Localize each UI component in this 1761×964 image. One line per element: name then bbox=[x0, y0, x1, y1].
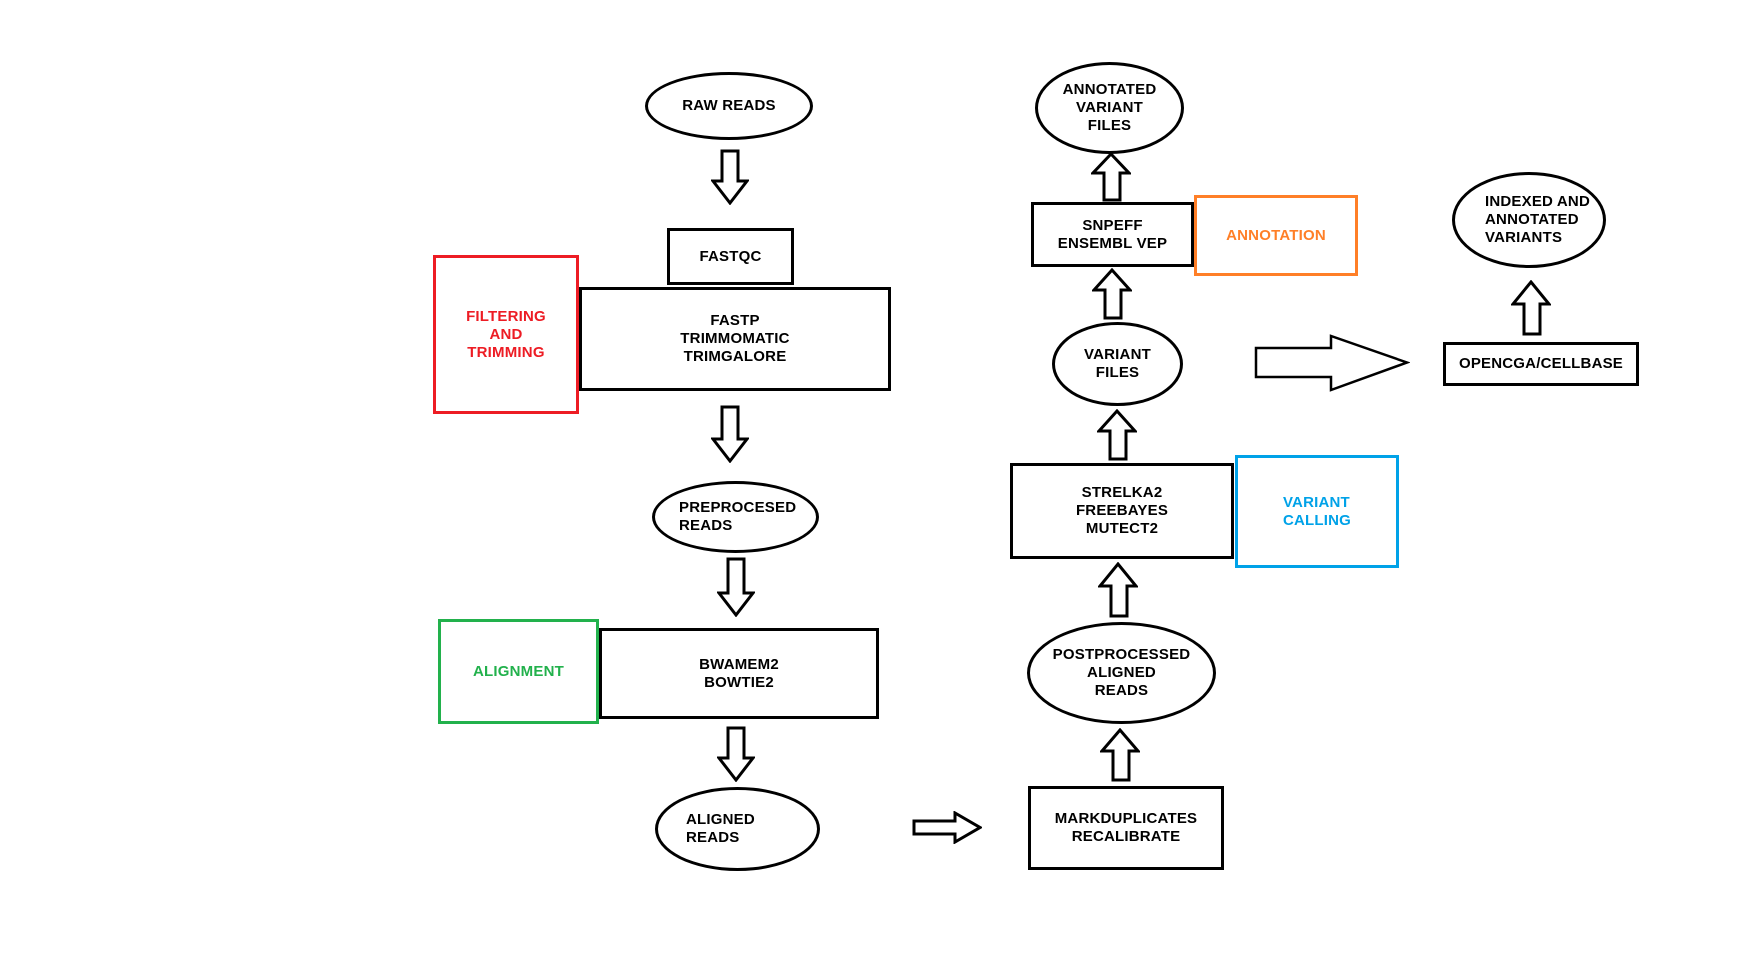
alignment-stage-box: ALIGNMENT bbox=[438, 619, 599, 724]
trimgalore-label: TRIMGALORE bbox=[683, 348, 787, 365]
up-arrow-icon bbox=[1100, 728, 1140, 782]
up-arrow-icon bbox=[1511, 280, 1551, 336]
postprocessed-reads-ellipse: POSTPROCESSED ALIGNED READS bbox=[1027, 622, 1216, 724]
postprocessed-reads-line3: READS bbox=[1094, 682, 1149, 699]
variant-calling-tools-box: STRELKA2 FREEBAYES MUTECT2 bbox=[1010, 463, 1234, 559]
annotated-variant-files-line2: VARIANT bbox=[1076, 99, 1143, 116]
aligned-reads-ellipse: ALIGNED READS bbox=[655, 787, 820, 871]
fastp-label: FASTP bbox=[710, 312, 760, 329]
variant-files-ellipse: VARIANT FILES bbox=[1052, 322, 1183, 406]
markduplicates-label: MARKDUPLICATES bbox=[1054, 810, 1198, 827]
variant-calling-label-line1: VARIANT bbox=[1282, 493, 1350, 511]
indexed-variants-line1: INDEXED AND bbox=[1485, 193, 1590, 210]
right-arrow-icon bbox=[912, 811, 982, 844]
filtering-label-line3: TRIMMING bbox=[467, 343, 545, 361]
up-arrow-icon bbox=[1097, 409, 1137, 461]
variant-calling-label-line2: CALLING bbox=[1282, 511, 1352, 529]
ensembl-vep-label: ENSEMBL VEP bbox=[1057, 234, 1168, 252]
filtering-label-line2: AND bbox=[489, 325, 523, 343]
annotation-stage-box: ANNOTATION bbox=[1194, 195, 1358, 276]
up-arrow-icon bbox=[1091, 152, 1131, 202]
annotation-tools-box: SNPEFF ENSEMBL VEP bbox=[1031, 202, 1194, 267]
alignment-tools-box: BWAMEM2 BOWTIE2 bbox=[599, 628, 879, 719]
preprocesed-reads-line1: PREPROCESED bbox=[679, 499, 797, 516]
variant-calling-stage-box: VARIANT CALLING bbox=[1235, 455, 1399, 568]
up-arrow-icon bbox=[1092, 268, 1132, 320]
preprocesed-reads-line2: READS bbox=[679, 517, 733, 534]
storage-tools-box: OPENCGA/CELLBASE bbox=[1443, 342, 1639, 386]
snpeff-label: SNPEFF bbox=[1082, 216, 1143, 234]
postprocess-tools-box: MARKDUPLICATES RECALIBRATE bbox=[1028, 786, 1224, 870]
filtering-trimming-stage-box: FILTERING AND TRIMMING bbox=[433, 255, 579, 414]
variant-files-line1: VARIANT bbox=[1084, 346, 1151, 363]
indexed-variants-line2: ANNOTATED bbox=[1485, 211, 1579, 228]
trimming-tools-box: FASTP TRIMMOMATIC TRIMGALORE bbox=[579, 287, 891, 391]
indexed-annotated-variants-ellipse: INDEXED AND ANNOTATED VARIANTS bbox=[1452, 172, 1606, 268]
freebayes-label: FREEBAYES bbox=[1075, 502, 1169, 519]
preprocesed-reads-ellipse: PREPROCESED READS bbox=[652, 481, 819, 553]
up-arrow-icon bbox=[1098, 562, 1138, 618]
aligned-reads-line2: READS bbox=[686, 829, 740, 846]
down-arrow-icon bbox=[711, 405, 749, 463]
indexed-variants-line3: VARIANTS bbox=[1485, 229, 1563, 246]
trimmomatic-label: TRIMMOMATIC bbox=[680, 330, 790, 347]
annotated-variant-files-line1: ANNOTATED bbox=[1062, 81, 1157, 98]
bwamem2-label: BWAMEM2 bbox=[699, 655, 779, 673]
big-right-arrow-icon bbox=[1254, 334, 1410, 392]
strelka2-label: STRELKA2 bbox=[1081, 484, 1163, 501]
down-arrow-icon bbox=[717, 726, 755, 782]
annotated-variant-files-ellipse: ANNOTATED VARIANT FILES bbox=[1035, 62, 1184, 154]
mutect2-label: MUTECT2 bbox=[1085, 520, 1159, 537]
alignment-label: ALIGNMENT bbox=[473, 662, 564, 680]
postprocessed-reads-line2: ALIGNED bbox=[1087, 664, 1156, 681]
bowtie2-label: BOWTIE2 bbox=[704, 673, 774, 691]
down-arrow-icon bbox=[717, 557, 755, 617]
postprocessed-reads-line1: POSTPROCESSED bbox=[1052, 646, 1191, 663]
opencga-cellbase-label: OPENCGA/CELLBASE bbox=[1458, 355, 1624, 372]
raw-reads-label: RAW READS bbox=[682, 97, 776, 114]
annotated-variant-files-line3: FILES bbox=[1087, 117, 1132, 134]
aligned-reads-line1: ALIGNED bbox=[686, 811, 755, 828]
down-arrow-icon bbox=[711, 149, 749, 205]
variant-files-line2: FILES bbox=[1095, 364, 1140, 381]
raw-reads-ellipse: RAW READS bbox=[645, 72, 813, 140]
fastqc-box: FASTQC bbox=[667, 228, 794, 285]
annotation-label: ANNOTATION bbox=[1226, 226, 1326, 244]
fastqc-label: FASTQC bbox=[699, 247, 762, 265]
filtering-label-line1: FILTERING bbox=[466, 307, 546, 325]
recalibrate-label: RECALIBRATE bbox=[1071, 828, 1181, 845]
